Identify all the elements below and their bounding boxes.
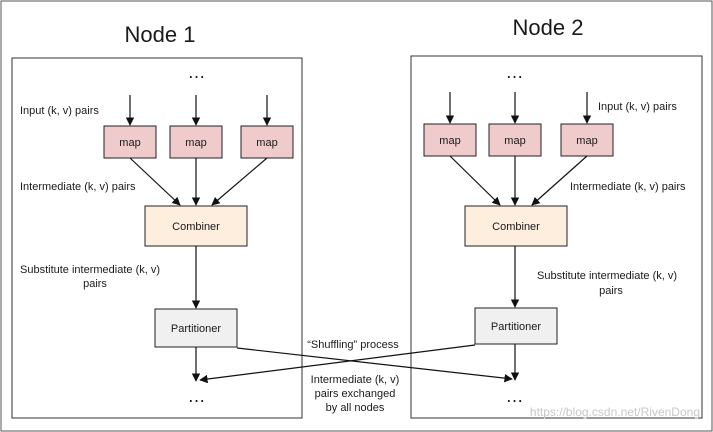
node-2-map-label-1: map [439, 135, 460, 147]
shuffle-exchange-label-line1: Intermediate (k, v) [311, 374, 400, 386]
shuffle-exchange: “Shuffling” process Intermediate (k, v) … [199, 339, 513, 414]
node-2-map-box-3 [560, 123, 614, 157]
node-2-partitioner-label: Partitioner [491, 321, 541, 333]
node-2-partitioner-box [474, 307, 558, 345]
node-2-map-box-2 [488, 123, 542, 157]
node-1-dots-top: … [188, 62, 207, 82]
node-2-map3-to-combiner-arrow [531, 155, 588, 206]
node-1-substitute-label-line2: pairs [83, 278, 107, 290]
node-2-map-label-2: map [504, 135, 525, 147]
node-2-substitute-label-line2: pairs [599, 285, 623, 297]
node-1-substitute-label-line1: Substitute intermediate (k, v) [20, 264, 160, 276]
shuffle-exchange-label-line2: pairs exchanged [315, 388, 396, 400]
node-1-input-label: Input (k, v) pairs [20, 105, 99, 117]
node-2-substitute-label-line1: Substitute intermediate (k, v) [537, 270, 677, 282]
node-2-dots-top: … [506, 62, 525, 82]
shuffle-arrow-node1-to-node2 [236, 347, 513, 383]
node-1-partitioner-label: Partitioner [171, 323, 221, 335]
node-1-combiner-box [144, 205, 248, 247]
node-1-map-label-2: map [185, 137, 206, 149]
node-1-title: Node 1 [125, 22, 196, 47]
node-2-combiner-label: Combiner [492, 221, 540, 233]
node-2-dots-bottom: … [506, 386, 525, 406]
node-1: Node 1 … Input (k, v) pairs map map map … [11, 22, 303, 419]
node-1-map-label-3: map [256, 137, 277, 149]
node-1-intermediate-label: Intermediate (k, v) pairs [20, 181, 136, 193]
node-2-input-label: Input (k, v) pairs [598, 101, 677, 113]
node-2-intermediate-label: Intermediate (k, v) pairs [570, 181, 686, 193]
node-1-map-box-3 [240, 125, 294, 159]
node-1-map-label-1: map [119, 137, 140, 149]
node-1-dots-bottom: … [188, 386, 207, 406]
node-1-map3-to-combiner-arrow [211, 157, 268, 206]
node-1-combiner-label: Combiner [172, 221, 220, 233]
node-1-container [11, 57, 303, 419]
shuffle-exchange-label-line3: by all nodes [326, 402, 385, 414]
node-2-map1-to-combiner-arrow [449, 155, 501, 206]
node-2-combiner-box [464, 205, 568, 247]
watermark-text: https://blog.csdn.net/RivenDong [530, 405, 700, 419]
node-2-container [410, 55, 703, 419]
node-2: Node 2 … Input (k, v) pairs map map map … [410, 15, 703, 419]
node-1-map-box-1 [103, 125, 157, 159]
node-2-map-label-3: map [576, 135, 597, 147]
node-1-partitioner-box [154, 308, 238, 348]
node-1-map1-to-combiner-arrow [129, 157, 181, 206]
node-2-title: Node 2 [513, 15, 584, 40]
node-2-map-box-1 [423, 123, 477, 157]
shuffle-process-label: “Shuffling” process [307, 339, 399, 351]
shuffle-arrow-node2-to-node1 [199, 344, 476, 384]
